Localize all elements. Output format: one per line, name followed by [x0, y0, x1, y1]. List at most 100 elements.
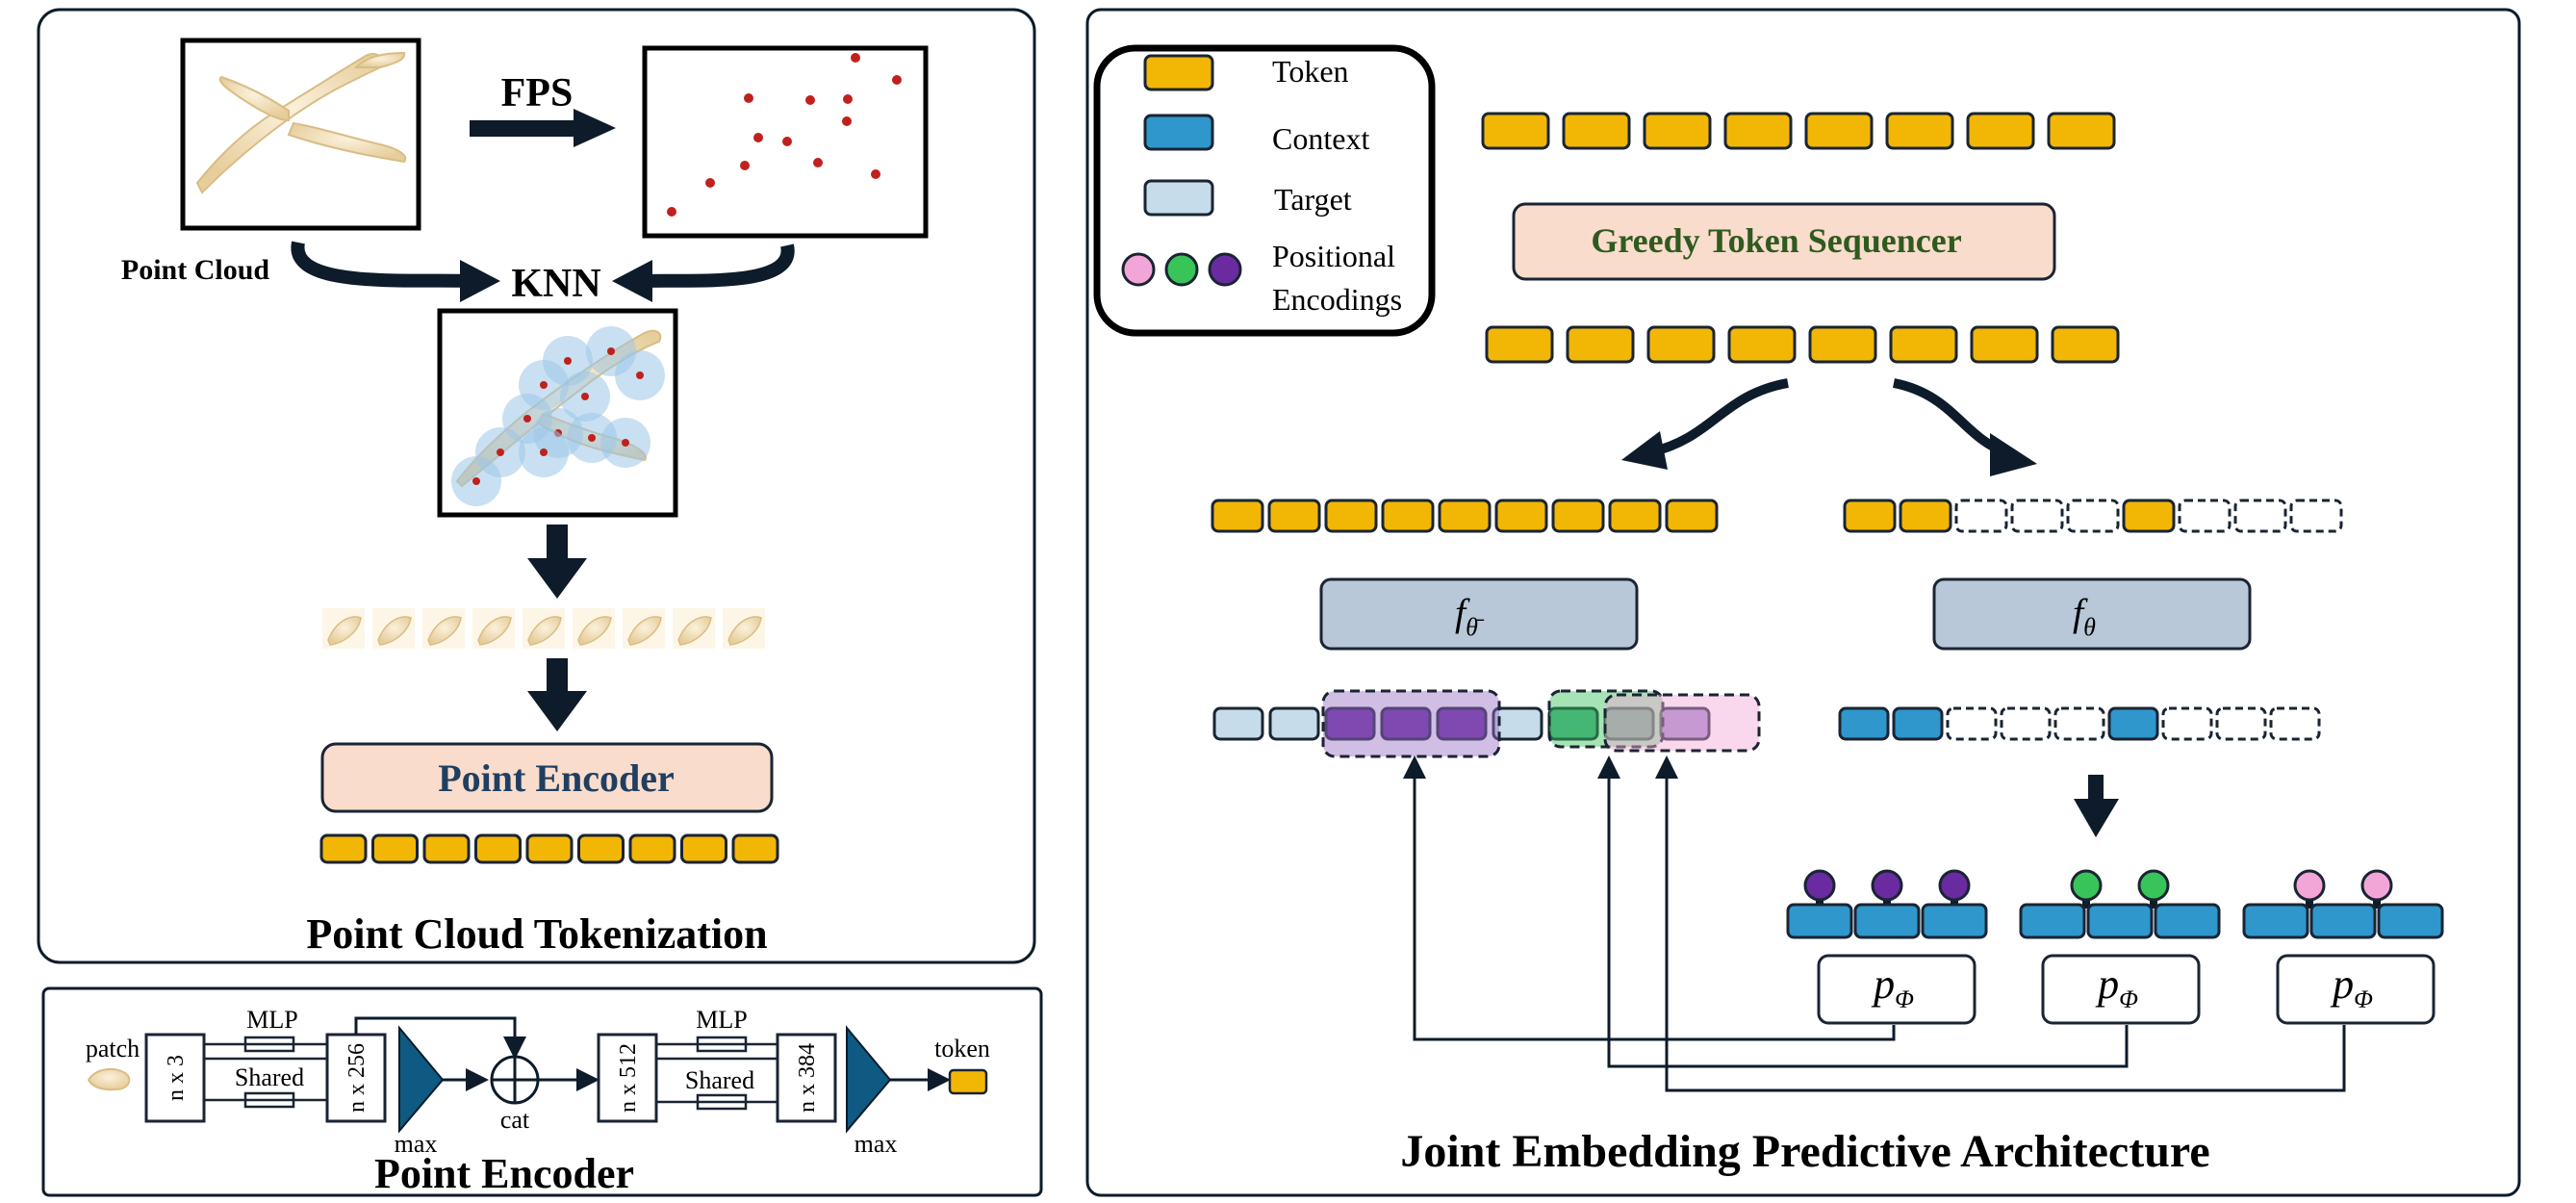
point-patch-shape [577, 616, 612, 646]
n256-label: n x 256 [344, 1043, 370, 1113]
sequenced-token [1485, 325, 1554, 364]
sequenced-tokens-row [1485, 325, 2120, 364]
fps-point [871, 169, 880, 179]
knn-center-point [622, 439, 629, 447]
predictor-box [1817, 954, 1977, 1025]
target-branch-token [1551, 499, 1605, 533]
predictor-context-token [2086, 903, 2154, 939]
fps-point [753, 133, 763, 142]
fps-arrow [470, 109, 616, 147]
context-embeddings-row [1838, 706, 2321, 741]
predictor-context-token [2377, 903, 2444, 939]
knn-neighborhoods [451, 326, 665, 506]
visible-token [2122, 499, 2176, 533]
knn-groups-image [437, 308, 678, 518]
target-embedding [1659, 706, 1711, 741]
masked-token [1954, 499, 2008, 533]
concat-icon [490, 1055, 540, 1105]
masked-token [2178, 499, 2232, 533]
point-patch [472, 608, 515, 649]
predictor-label: pΦ [2095, 960, 2138, 1013]
point-patch [623, 608, 665, 649]
masked-token [2010, 499, 2064, 533]
predictor-context-token [2019, 903, 2086, 939]
target-branch-token [1494, 499, 1548, 533]
sequenced-token [1727, 325, 1797, 364]
masked-context-slot [1946, 706, 1998, 741]
masked-token [2289, 499, 2343, 533]
masked-token [2066, 499, 2120, 533]
target-branch-token [1211, 499, 1264, 533]
knn-center-point [540, 381, 548, 389]
context-branch-tokens-row [1843, 499, 2343, 533]
target-branch-token [1324, 499, 1378, 533]
predictor-context-token [2242, 903, 2309, 939]
knn-center-point [607, 347, 615, 355]
target-encoder-box [1319, 577, 1639, 651]
fps-point [843, 94, 853, 104]
target-branch-tokens-row [1211, 499, 1719, 533]
shared2-label: Shared [685, 1066, 754, 1094]
positional-encoding-dot [2360, 869, 2393, 902]
predictor-sub: Φ [2119, 985, 2138, 1013]
target-block-pink [1603, 693, 1761, 753]
positional-stem [2150, 895, 2157, 909]
point-cloud-label: Point Cloud [121, 254, 270, 286]
encoded-token [474, 833, 522, 864]
legend-positional-line2: Encodings [1272, 282, 1402, 317]
legend-context-label: Context [1272, 121, 1369, 156]
knn-arrow-left-head [460, 260, 500, 302]
positional-stem [1951, 895, 1958, 909]
tokenization-panel: Point Cloud FPS KNN [37, 8, 1036, 964]
encoded-tokens-row [319, 833, 779, 864]
masked-context-slot [2161, 706, 2213, 741]
tokenization-title: Point Cloud Tokenization [306, 910, 767, 958]
predictor-context-token [1921, 903, 1988, 939]
shared1-label: Shared [235, 1063, 304, 1091]
encoded-token [680, 833, 727, 864]
encoded-token [422, 833, 471, 864]
target-branch-token [1438, 499, 1492, 533]
knn-center-point [540, 448, 548, 456]
fps-point [782, 137, 792, 146]
legend-target-swatch [1143, 179, 1214, 217]
context-encoder-box [1932, 577, 2252, 651]
input-token [1562, 112, 1631, 150]
point-patch-shape [677, 616, 712, 646]
target-branch-token [1381, 499, 1435, 533]
positional-stem [1816, 895, 1824, 909]
mlp1-label: MLP [246, 1006, 297, 1034]
encoded-token [371, 833, 419, 864]
patch-icon [87, 1067, 131, 1091]
greedy-sequencer-box [1512, 202, 2056, 281]
skip-connection-line [354, 1016, 526, 1060]
knn-center-point [588, 434, 596, 442]
point-encoder-box [320, 742, 774, 813]
legend-pos-green [1164, 252, 1199, 287]
visible-token [1899, 499, 1952, 533]
max2-label: max [854, 1130, 898, 1158]
predictor-sub: Φ [2354, 985, 2373, 1013]
fps-point [744, 93, 753, 103]
point-patch-shape [477, 616, 512, 646]
n3-label: n x 3 [164, 1055, 189, 1101]
input-token [2047, 112, 2116, 150]
predictor-context-token [1853, 903, 1921, 939]
prediction-arrow-1 [1403, 755, 1896, 1041]
fps-point [740, 161, 750, 170]
jepa-panel: Token Context Target Positional Encoding… [1085, 8, 2521, 1197]
point-patch-shape [727, 616, 762, 646]
target-embedding [1212, 706, 1264, 741]
sequenced-token [1646, 325, 1716, 364]
input-token [1723, 112, 1793, 150]
legend-pos-purple [1208, 252, 1242, 287]
point-patch-shape [377, 616, 412, 646]
fps-point [842, 116, 852, 126]
fps-point [892, 75, 902, 85]
encoded-token [577, 833, 625, 864]
masked-context-slot [2269, 706, 2321, 741]
sequenced-token [1970, 325, 2039, 364]
point-patch-shape [527, 616, 562, 646]
positional-stem [2306, 895, 2313, 909]
target-branch-token [1665, 499, 1719, 533]
